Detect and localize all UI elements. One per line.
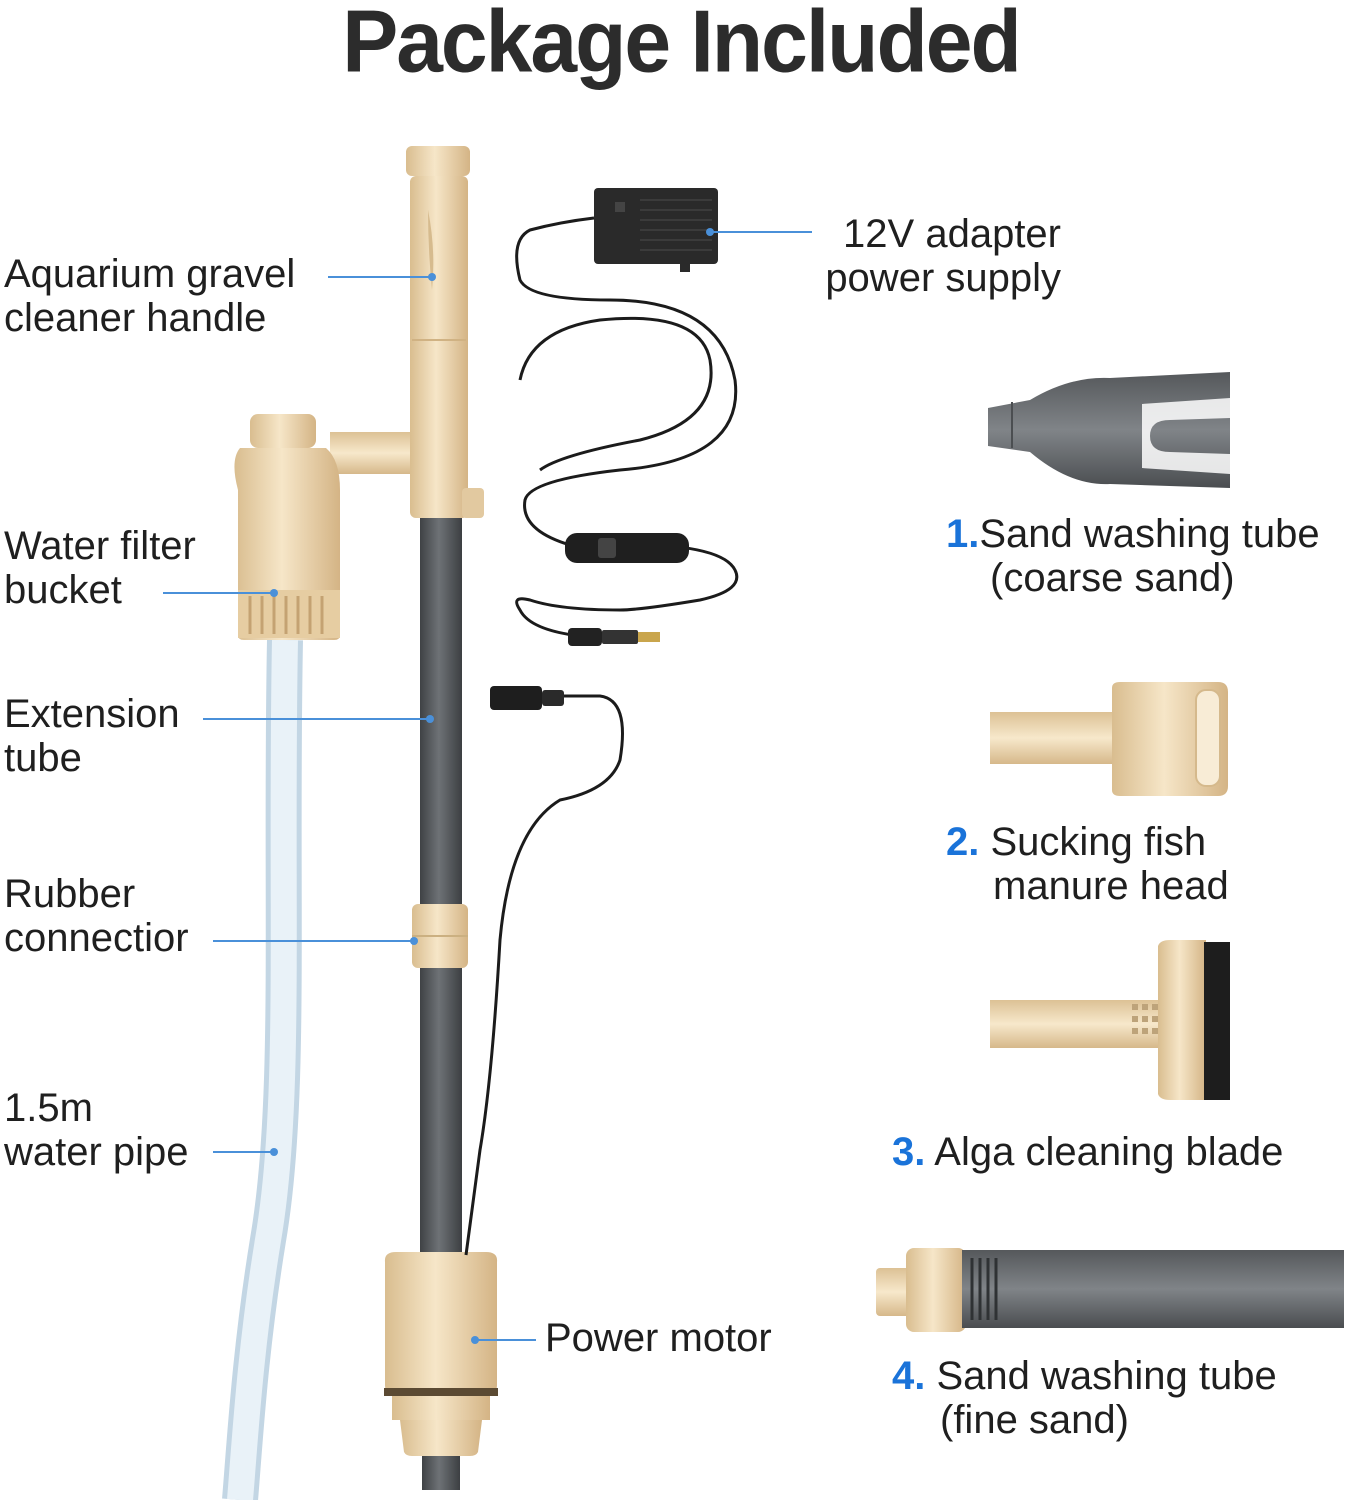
page-title: Package Included xyxy=(342,0,1022,91)
label-extension-tube: Extension tube xyxy=(4,692,180,780)
label-filter-bucket: Water filter bucket xyxy=(4,524,196,612)
callout-lines xyxy=(163,231,812,1341)
label-water-pipe: 1.5m water pipe xyxy=(4,1086,189,1174)
inline-switch xyxy=(565,533,689,563)
gravel-cleaner-handle xyxy=(406,146,484,518)
accessory-1-label: 1.Sand washing tube (coarse sand) xyxy=(946,512,1320,600)
label-handle: Aquarium gravel cleaner handle xyxy=(4,252,296,340)
extension-tube xyxy=(412,518,468,1490)
alga-blade-icon xyxy=(990,940,1230,1100)
water-pipe-hose xyxy=(222,639,303,1500)
dc-plug-female xyxy=(490,686,564,710)
callout-dots xyxy=(270,228,714,1344)
adapter-box xyxy=(594,188,718,272)
manure-head-icon xyxy=(990,682,1228,796)
label-adapter: 12V adapter power supply xyxy=(825,212,1061,300)
accessory-4-label: 4. Sand washing tube (fine sand) xyxy=(892,1354,1277,1442)
accessory-2-label: 2. Sucking fish manure head xyxy=(946,820,1229,908)
dc-plug-male xyxy=(568,628,660,646)
filter-bucket xyxy=(234,414,422,640)
accessory-3-label: 3. Alga cleaning blade xyxy=(892,1130,1284,1174)
fine-sand-tube-icon xyxy=(876,1248,1344,1332)
power-motor xyxy=(384,1252,498,1456)
coarse-sand-tube-icon xyxy=(988,372,1230,488)
label-power-motor: Power motor xyxy=(545,1316,772,1360)
label-rubber-connection: Rubber connectior xyxy=(4,872,189,960)
adapter-cable xyxy=(464,216,739,1256)
